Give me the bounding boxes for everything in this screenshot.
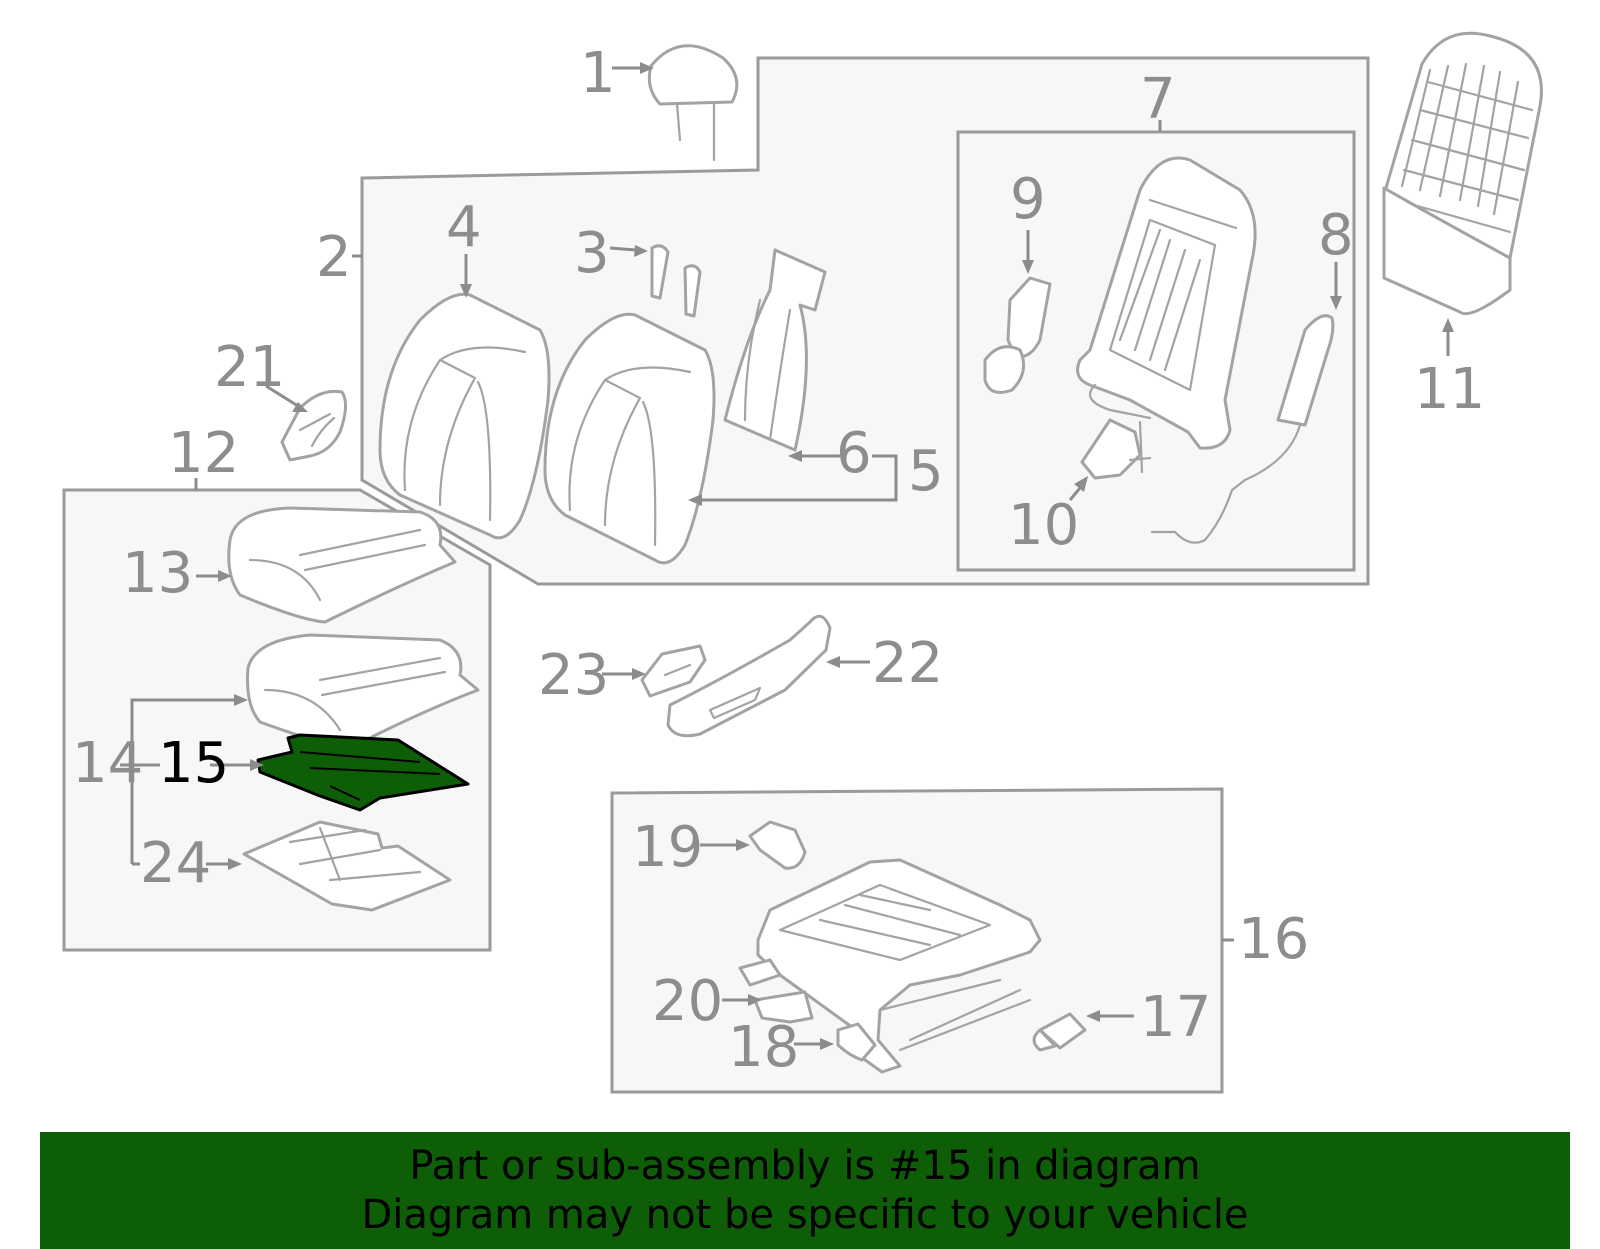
callout-20: 20 bbox=[652, 969, 723, 1034]
callout-21: 21 bbox=[214, 335, 285, 400]
leader-lines bbox=[120, 62, 1454, 1050]
headrest-part bbox=[647, 44, 739, 162]
callout-8: 8 bbox=[1318, 203, 1354, 268]
back-board-part-6 bbox=[723, 248, 827, 452]
callout-19: 19 bbox=[632, 815, 703, 880]
callout-17: 17 bbox=[1140, 985, 1211, 1050]
switch-part-23 bbox=[640, 644, 707, 698]
callout-5: 5 bbox=[908, 439, 944, 504]
callout-24: 24 bbox=[140, 831, 211, 896]
module-part-20 bbox=[738, 958, 814, 1024]
side-shield-22 bbox=[666, 614, 832, 738]
callout-13: 13 bbox=[122, 541, 193, 606]
callout-15: 15 bbox=[158, 731, 229, 796]
motor-part-9 bbox=[983, 276, 1052, 394]
motor-part-19 bbox=[748, 820, 807, 870]
info-banner: Part or sub-assembly is #15 in diagram D… bbox=[40, 1132, 1570, 1249]
callout-14: 14 bbox=[72, 731, 143, 796]
seat-back-assembly-5 bbox=[543, 312, 716, 565]
callout-4: 4 bbox=[446, 195, 482, 260]
seat-back-cover-4 bbox=[378, 292, 551, 540]
highlighted-part-15 bbox=[256, 733, 470, 812]
trim-part-21 bbox=[280, 389, 347, 462]
callout-6: 6 bbox=[836, 421, 872, 486]
motor-part-18 bbox=[836, 1022, 877, 1062]
banner-line-1: Part or sub-assembly is #15 in diagram bbox=[409, 1143, 1201, 1189]
airbag-part-8 bbox=[1150, 314, 1335, 544]
callout-18: 18 bbox=[728, 1015, 799, 1080]
callout-22: 22 bbox=[872, 631, 943, 696]
callout-7: 7 bbox=[1140, 67, 1176, 132]
cushion-bottom-24 bbox=[242, 820, 452, 912]
callout-10: 10 bbox=[1008, 493, 1079, 558]
callout-12: 12 bbox=[168, 421, 239, 486]
cushion-pad-14 bbox=[246, 633, 480, 750]
motor-part-17 bbox=[1032, 1012, 1087, 1052]
bolt-part-3 bbox=[650, 244, 702, 318]
lumbar-part-10 bbox=[1080, 418, 1152, 480]
seat-back-frame-7 bbox=[1076, 156, 1257, 450]
callout-16: 16 bbox=[1238, 907, 1309, 972]
callout-23: 23 bbox=[538, 643, 609, 708]
banner-line-2: Diagram may not be specific to your vehi… bbox=[361, 1192, 1249, 1238]
callout-2: 2 bbox=[316, 225, 352, 290]
callout-3: 3 bbox=[574, 221, 610, 286]
callout-11: 11 bbox=[1414, 357, 1485, 422]
back-panel-part bbox=[1382, 31, 1543, 316]
callout-1: 1 bbox=[580, 41, 616, 106]
callout-9: 9 bbox=[1010, 167, 1046, 232]
cushion-cover-13 bbox=[227, 506, 457, 624]
